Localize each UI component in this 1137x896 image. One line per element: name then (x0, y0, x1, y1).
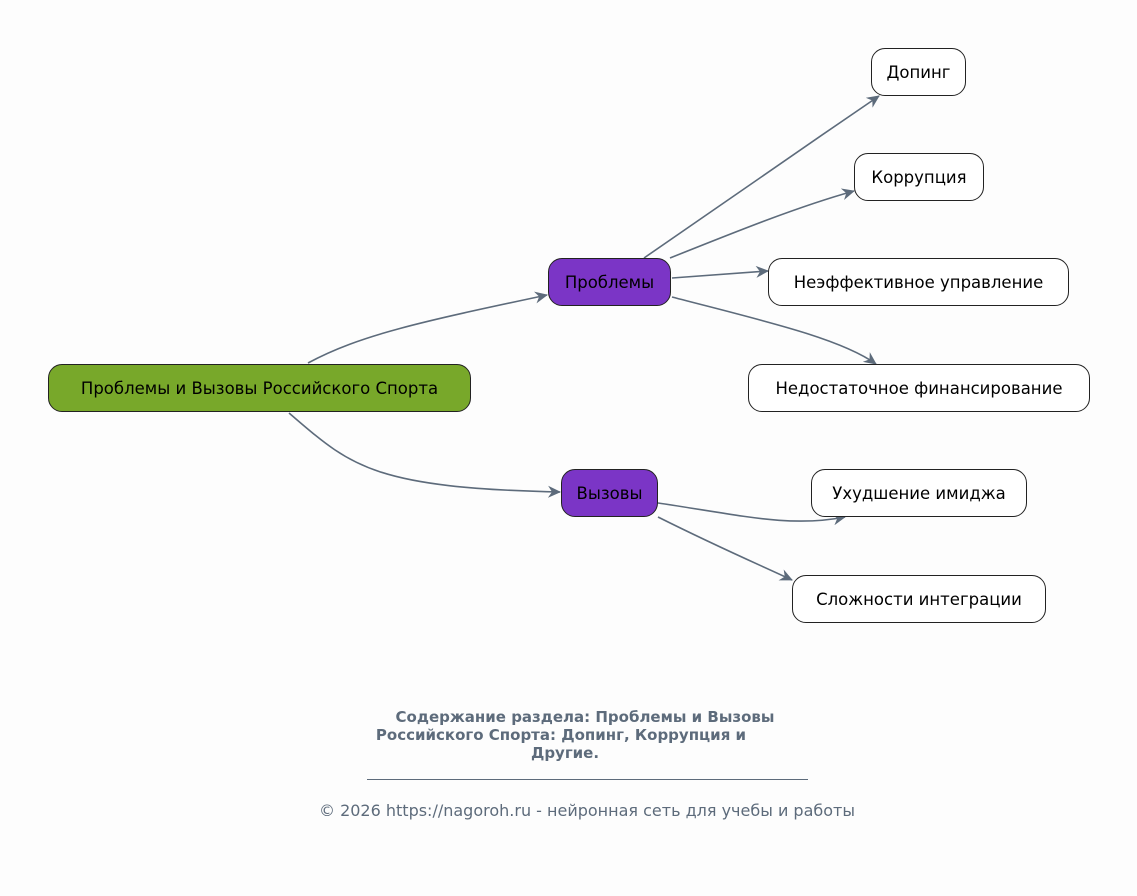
category-node-problems[interactable]: Проблемы (548, 258, 671, 306)
category-node-label: Вызовы (576, 483, 643, 503)
edge-problems-to-management (671, 265, 769, 279)
caption-line: Содержание раздела: Проблемы и Вызовы (395, 708, 775, 726)
leaf-node-integration[interactable]: Сложности интеграции (792, 575, 1046, 623)
category-node-label: Проблемы (564, 272, 655, 292)
category-node-challenges[interactable]: Вызовы (561, 469, 658, 517)
leaf-node-label: Коррупция (871, 167, 967, 187)
leaf-node-label: Ухудшение имиджа (832, 483, 1006, 503)
leaf-node-funding[interactable]: Недостаточное финансирование (748, 364, 1090, 412)
leaf-node-corruption[interactable]: Коррупция (854, 153, 984, 201)
leaf-node-doping[interactable]: Допинг (871, 48, 966, 96)
edge-root-to-problems (307, 291, 548, 364)
caption-line: Российского Спорта: Допинг, Коррупция и (375, 726, 747, 744)
leaf-node-label: Допинг (886, 62, 951, 82)
leaf-node-label: Недостаточное финансирование (775, 378, 1063, 398)
edge-problems-to-corruption (669, 188, 855, 259)
footer-copyright: © 2026 https://nagoroh.ru - нейронная се… (318, 801, 855, 820)
caption-line: Другие. (530, 744, 600, 762)
edge-problems-to-doping (643, 95, 880, 259)
leaf-node-management[interactable]: Неэффективное управление (768, 258, 1069, 306)
leaf-node-image[interactable]: Ухудшение имиджа (811, 469, 1027, 517)
edge-problems-to-funding (671, 296, 877, 365)
edge-challenges-to-integration (657, 516, 793, 581)
root-node-label: Проблемы и Вызовы Российского Спорта (80, 378, 439, 398)
leaf-node-label: Неэффективное управление (793, 272, 1044, 292)
leaf-node-label: Сложности интеграции (816, 589, 1022, 609)
root-node[interactable]: Проблемы и Вызовы Российского Спорта (48, 364, 471, 412)
section-caption: Содержание раздела: Проблемы и Вызовы Ро… (340, 708, 830, 762)
edge-challenges-to-image (657, 502, 846, 526)
caption-divider (367, 779, 808, 780)
edge-root-to-challenges (288, 412, 561, 498)
